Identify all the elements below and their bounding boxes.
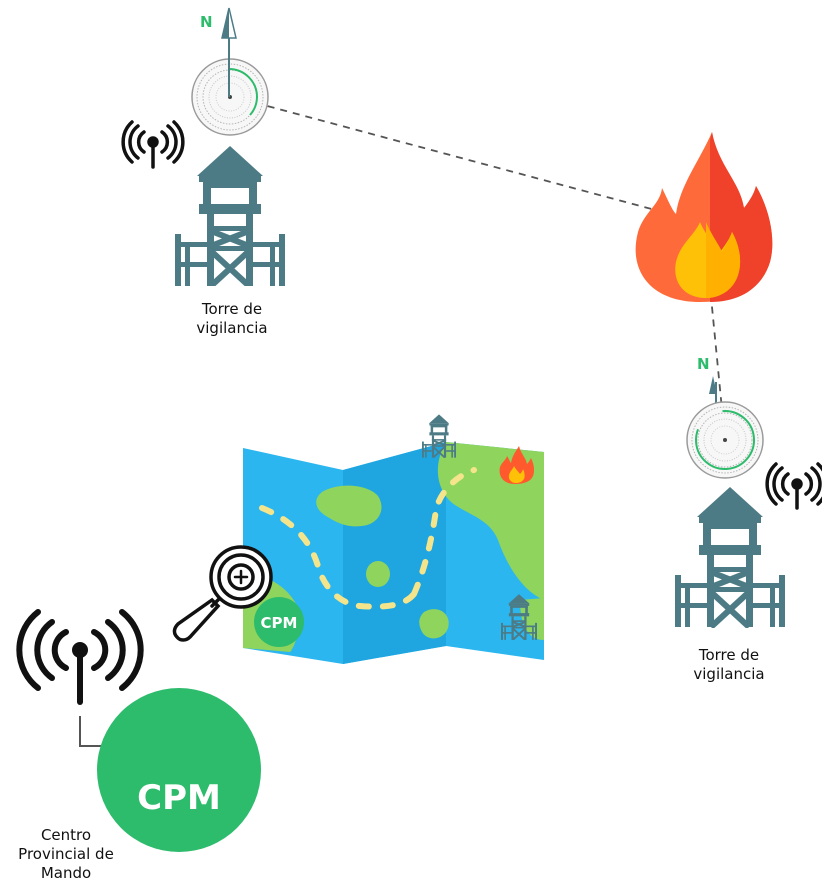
tower-right-label-line1: Torre de — [698, 646, 760, 664]
tower-left-label: Torre de vigilancia — [172, 300, 292, 338]
tower-right-label-line2: vigilancia — [693, 665, 765, 683]
command-center-label: Centro Provincial de Mando — [0, 826, 132, 883]
map-icon — [243, 414, 544, 664]
compass-icon — [191, 58, 269, 136]
command-center-label-line2: Provincial de — [18, 845, 114, 863]
fire-icon — [635, 132, 773, 302]
tower-left-label-line2: vigilancia — [196, 319, 268, 337]
north-letter-right: N — [697, 355, 710, 373]
tower-right-label: Torre de vigilancia — [669, 646, 789, 684]
command-center-label-line3: Mando — [40, 864, 92, 882]
north-letter: N — [200, 13, 213, 31]
bearing-line-left — [229, 95, 700, 222]
signal-icon-right — [765, 462, 822, 510]
tower-left-label-line1: Torre de — [201, 300, 263, 318]
map-cpm-badge: CPM — [261, 614, 298, 632]
command-center-label-line1: Centro — [40, 826, 92, 844]
antenna-icon — [16, 609, 144, 705]
north-arrow-icon — [221, 7, 237, 97]
watchtower-icon-right — [675, 487, 785, 627]
command-center-circle — [97, 688, 261, 852]
signal-icon — [121, 120, 185, 169]
magnifier-icon — [172, 545, 273, 642]
compass-icon-right — [686, 401, 764, 479]
watchtower-icon — [175, 146, 285, 286]
command-center-badge: CPM — [137, 778, 221, 818]
